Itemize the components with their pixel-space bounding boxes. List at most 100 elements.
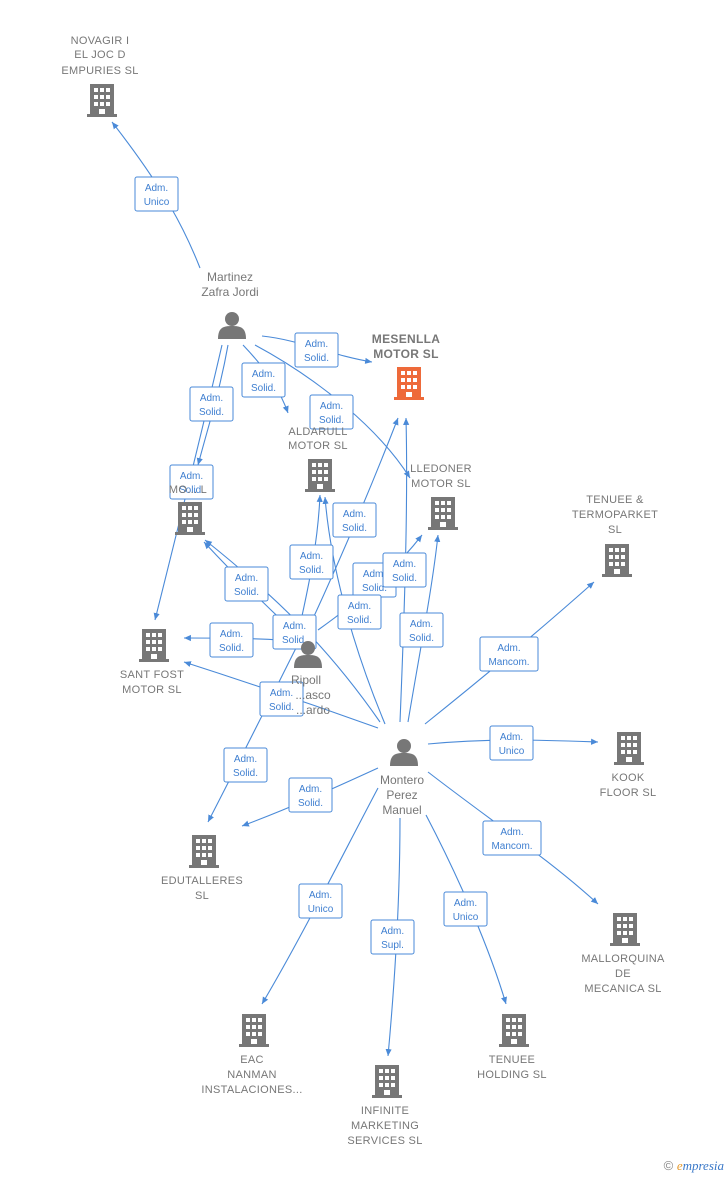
company-node-tenuee-holding[interactable]: TENUEE HOLDING SL [477,1014,547,1081]
svg-text:Solid.: Solid. [282,635,307,646]
svg-text:NOVAGIR I: NOVAGIR I [71,35,130,47]
svg-text:Adm.: Adm. [454,898,477,909]
svg-text:Mancom.: Mancom. [488,657,529,668]
svg-text:Solid.: Solid. [304,353,329,364]
svg-text:SERVICES SL: SERVICES SL [347,1135,422,1147]
person-node-ripoll[interactable]: Ripoll ...asco ...ardo [291,641,331,717]
svg-text:Adm.: Adm. [363,569,386,580]
svg-text:Manuel: Manuel [382,803,421,817]
svg-text:TENUEE: TENUEE [489,1054,535,1066]
svg-text:Solid.: Solid. [219,643,244,654]
company-node-tenuee-termoparket[interactable]: TENUEE & TERMOPARKET SL [572,494,658,577]
svg-text:MOTOR SL: MOTOR SL [122,684,182,696]
svg-text:Adm.: Adm. [309,890,332,901]
svg-text:Adm.: Adm. [343,509,366,520]
svg-text:Adm.: Adm. [410,619,433,630]
svg-text:MECANICA SL: MECANICA SL [584,983,661,995]
svg-text:Adm.: Adm. [299,784,322,795]
svg-text:Solid.: Solid. [347,615,372,626]
svg-text:HOLDING SL: HOLDING SL [477,1069,547,1081]
relation-label[interactable]: Adm. Solid. [337,594,382,630]
company-node-santfost[interactable]: SANT FOST MOTOR SL [120,629,184,696]
company-node-infinite[interactable]: INFINITE MARKETING SERVICES SL [347,1065,422,1147]
svg-text:MOTOR SL: MOTOR SL [373,347,439,361]
person-node-montero[interactable]: Montero Perez Manuel [380,739,424,817]
svg-text:Adm.: Adm. [305,339,328,350]
svg-text:Solid.: Solid. [234,587,259,598]
svg-text:Ripoll: Ripoll [291,673,321,687]
relation-label[interactable]: Adm. Mancom. [479,636,539,672]
svg-text:EAC: EAC [240,1054,264,1066]
relation-label[interactable]: Adm.Solid. [169,464,214,500]
svg-text:Unico: Unico [453,912,479,923]
relation-label[interactable]: Adm.Solid. [259,681,304,717]
relation-label[interactable]: Adm. Supl. [370,919,415,955]
svg-text:Unico: Unico [308,904,334,915]
svg-text:Adm.: Adm. [235,573,258,584]
svg-text:Solid.: Solid. [233,768,258,779]
company-node-mallorquina[interactable]: MALLORQUINA DE MECANICA SL [581,913,665,995]
building-icon [139,629,169,662]
relation-label[interactable]: Adm. Unico [443,891,488,927]
svg-text:Unico: Unico [144,197,170,208]
svg-text:...ardo: ...ardo [296,703,330,717]
svg-text:Adm.: Adm. [497,643,520,654]
relation-label[interactable]: Adm. Solid. [209,622,254,658]
svg-text:TENUEE &: TENUEE & [586,494,644,506]
company-node-aldarull[interactable]: ALDARULL MOTOR SL [288,426,348,492]
svg-text:Solid.: Solid. [342,523,367,534]
svg-text:Zafra Jordi: Zafra Jordi [201,285,258,299]
company-node-mo[interactable]: MO... L [169,484,207,535]
svg-text:EL JOC D: EL JOC D [74,49,126,61]
relation-label[interactable]: Adm.Solid. [272,614,317,650]
relation-label[interactable]: Adm. Solid. [294,332,339,368]
svg-text:Adm.: Adm. [252,369,275,380]
company-node-kook[interactable]: KOOK FLOOR SL [600,732,657,799]
svg-text:Adm.: Adm. [381,926,404,937]
company-node-eac[interactable]: EAC NANMAN INSTALACIONES... [201,1014,302,1096]
relation-labels-layer: Adm. Unico Adm. Solid. Adm. Solid. Adm. Soli… [134,176,542,955]
company-node-mesenlla[interactable]: MESENLLA MOTOR SL [372,332,440,400]
building-icon [428,497,458,530]
building-icon [394,367,424,400]
svg-text:SL: SL [195,890,209,902]
relation-label[interactable]: Adm.Unico [134,176,179,212]
building-icon [305,459,335,492]
svg-text:Adm.: Adm. [220,629,243,640]
relation-label[interactable]: Adm.Solid. [399,612,444,648]
relation-label[interactable]: Adm.Solid. [189,386,234,422]
svg-text:MOTOR SL: MOTOR SL [288,440,348,452]
svg-text:ALDARULL: ALDARULL [288,426,347,438]
svg-text:Adm.: Adm. [348,601,371,612]
svg-text:Solid.: Solid. [251,383,276,394]
svg-text:Supl.: Supl. [381,940,404,951]
person-icon [390,739,418,766]
relation-label[interactable]: Adm.Solid. [288,777,333,813]
brand-logo-initial: e [676,1158,683,1173]
relation-label[interactable]: Adm. Solid. [332,502,377,538]
relation-label[interactable]: Adm.Solid. [223,747,268,783]
svg-text:Adm.: Adm. [500,827,523,838]
copyright-icon: © [663,1158,674,1173]
building-icon [610,913,640,946]
svg-text:Solid.: Solid. [319,415,344,426]
building-icon [614,732,644,765]
company-node-novagir[interactable]: NOVAGIR I EL JOC D EMPURIES SL [61,35,138,117]
relation-label[interactable]: Adm.Solid. [289,544,334,580]
building-icon [175,502,205,535]
relation-label[interactable]: Adm.Mancom. [482,820,542,856]
svg-text:MALLORQUINA: MALLORQUINA [581,953,665,965]
svg-text:TERMOPARKET: TERMOPARKET [572,509,658,521]
relation-label[interactable]: Adm.Solid. [309,394,354,430]
company-node-lledoner[interactable]: LLEDONER MOTOR SL [410,463,472,530]
svg-text:Solid.: Solid. [269,702,294,713]
relation-label[interactable]: Adm.Solid. [382,552,427,588]
relation-label[interactable]: Adm. Solid. [241,362,286,398]
relation-label[interactable]: Adm. Unico [298,883,343,919]
relation-label[interactable]: Adm.Unico [489,725,534,761]
svg-text:MO... L: MO... L [169,484,207,496]
company-node-edutalleres[interactable]: EDUTALLERES SL [161,835,243,902]
person-node-martinez[interactable]: Martinez Zafra Jordi [201,270,259,339]
relation-label[interactable]: Adm. Solid. [224,566,269,602]
